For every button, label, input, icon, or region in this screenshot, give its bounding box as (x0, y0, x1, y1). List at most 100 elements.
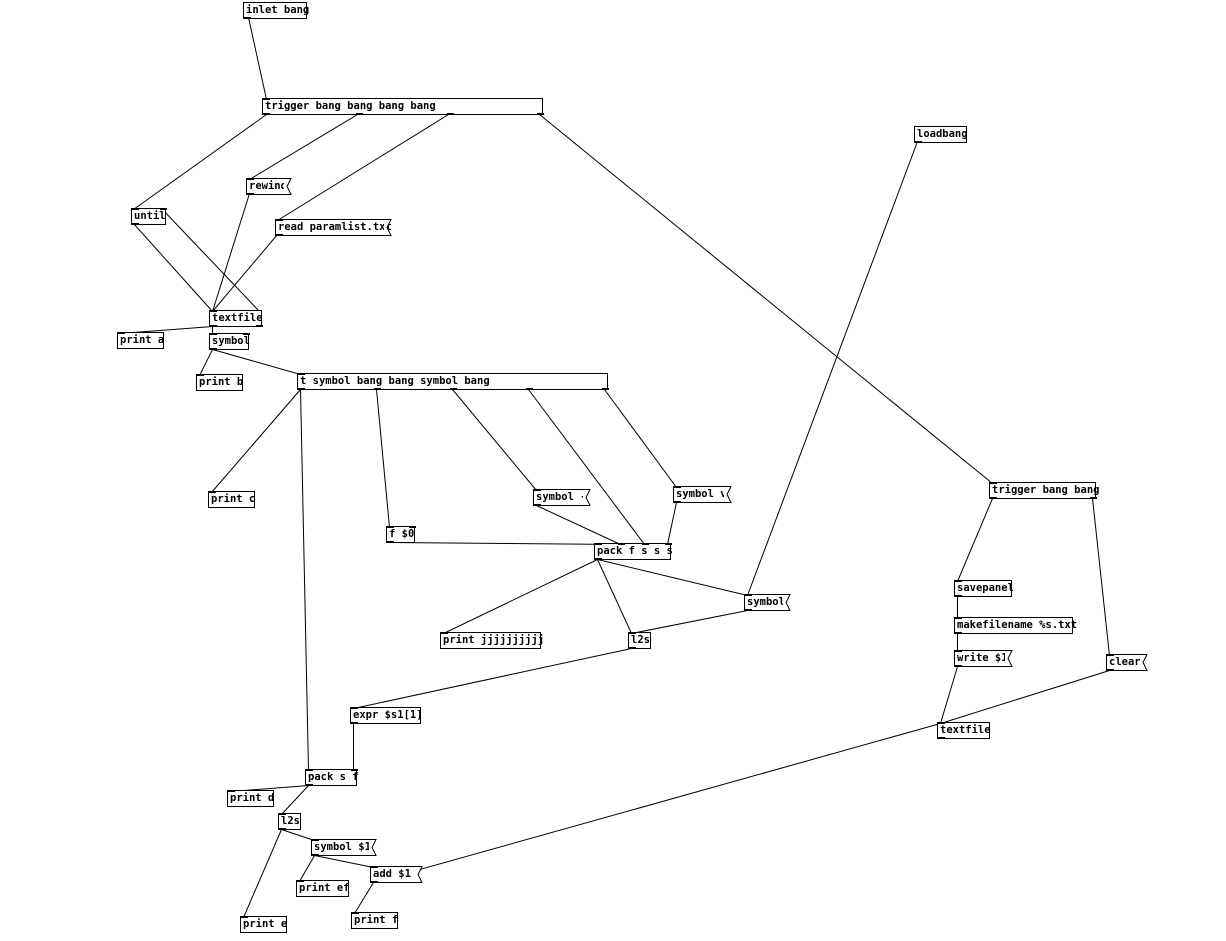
patch-cord[interactable] (957, 498, 993, 582)
symbol-v-message[interactable]: symbol v (673, 486, 732, 503)
patch-cord[interactable] (940, 666, 958, 724)
patch-cord[interactable] (536, 505, 621, 545)
until-object[interactable]: until (131, 208, 167, 225)
patch-cord[interactable] (133, 223, 213, 312)
inlet-port[interactable] (351, 707, 358, 709)
inlet-port[interactable] (160, 208, 167, 210)
outlet-port[interactable] (371, 881, 378, 883)
print-b-object[interactable]: print b (196, 374, 243, 391)
patch-cord[interactable] (747, 141, 918, 596)
patch-cord[interactable] (314, 855, 374, 868)
outlet-port[interactable] (955, 665, 962, 667)
patch-cord[interactable] (249, 114, 358, 180)
patch-cord[interactable] (389, 542, 621, 545)
trigger-bang4-object[interactable]: trigger bang bang bang bang (262, 98, 544, 115)
outlet-port[interactable] (537, 113, 544, 115)
textfile-object[interactable]: textfile (209, 310, 263, 327)
f-dollar0-object[interactable]: f $0 (386, 526, 416, 543)
textfile-object-2[interactable]: textfile (937, 722, 991, 739)
patch-cord[interactable] (354, 882, 374, 914)
inlet-port[interactable] (352, 912, 359, 914)
print-e-object[interactable]: print e (240, 916, 287, 933)
outlet-port[interactable] (387, 541, 394, 543)
l2s-object-2[interactable]: l2s (278, 813, 301, 830)
inlet-port[interactable] (534, 489, 541, 491)
patch-cord[interactable] (1092, 498, 1110, 656)
patch-cord[interactable] (277, 114, 449, 221)
inlet-port[interactable] (595, 543, 602, 545)
outlet-port[interactable] (955, 632, 962, 634)
patch-cord[interactable] (443, 559, 598, 634)
outlet-port[interactable] (595, 558, 602, 560)
patch-cord[interactable] (353, 648, 632, 709)
inlet-port[interactable] (629, 632, 636, 634)
inlet-port[interactable] (938, 722, 945, 724)
inlet-port[interactable] (247, 178, 254, 180)
patch-cord[interactable] (211, 389, 301, 493)
outlet-port[interactable] (247, 193, 254, 195)
clear-message[interactable]: clear (1106, 654, 1148, 671)
inlet-port[interactable] (409, 526, 416, 528)
patch-cord[interactable] (376, 389, 390, 528)
outlet-port[interactable] (526, 388, 533, 390)
l2s-object[interactable]: l2s (628, 632, 651, 649)
inlet-port[interactable] (228, 790, 235, 792)
outlet-port[interactable] (356, 113, 363, 115)
inlet-port[interactable] (306, 769, 313, 771)
inlet-port[interactable] (263, 98, 270, 100)
outlet-port[interactable] (990, 497, 997, 499)
outlet-port[interactable] (263, 113, 270, 115)
outlet-port[interactable] (955, 595, 962, 597)
print-a-object[interactable]: print a (117, 332, 164, 349)
outlet-port[interactable] (298, 388, 305, 390)
inlet-port[interactable] (210, 310, 217, 312)
patch-cord[interactable] (248, 17, 267, 100)
outlet-port[interactable] (276, 234, 283, 236)
rewind-message[interactable]: rewind (246, 178, 292, 195)
print-ef-object[interactable]: print ef (296, 880, 350, 897)
patch-cord[interactable] (300, 389, 309, 771)
outlet-port[interactable] (1090, 497, 1097, 499)
patch-cord[interactable] (631, 610, 748, 634)
patch-cord[interactable] (597, 559, 748, 596)
pack-sf-object[interactable]: pack s f (305, 769, 359, 786)
inlet-port[interactable] (1107, 654, 1114, 656)
patch-cord[interactable] (212, 193, 250, 312)
outlet-port[interactable] (279, 828, 286, 830)
trigger-bang2-object[interactable]: trigger bang bang (989, 482, 1099, 499)
loadbang-object[interactable]: loadbang (914, 126, 968, 143)
patch-cord[interactable] (539, 114, 993, 484)
patch-cord[interactable] (299, 855, 315, 882)
patch-cord[interactable] (528, 389, 645, 545)
inlet-port[interactable] (674, 486, 681, 488)
symbol-object[interactable]: symbol (209, 333, 250, 350)
outlet-port[interactable] (351, 722, 358, 724)
expr-object[interactable]: expr $s1[1] (350, 707, 423, 724)
inlet-port[interactable] (243, 333, 250, 335)
inlet-port[interactable] (990, 482, 997, 484)
outlet-port[interactable] (210, 325, 217, 327)
inlet-port[interactable] (642, 543, 649, 545)
symbol-message[interactable]: symbol (744, 594, 791, 611)
t-symbol-bang-object[interactable]: t symbol bang bang symbol bang (297, 373, 609, 390)
inlet-port[interactable] (210, 333, 217, 335)
makefilename-object[interactable]: makefilename %s.txt (954, 617, 1077, 634)
savepanel-object[interactable]: savepanel (954, 580, 1014, 597)
inlet-port[interactable] (279, 813, 286, 815)
patch-cord[interactable] (243, 829, 282, 918)
inlet-bang-object[interactable]: inlet bang (243, 2, 309, 19)
inlet-port[interactable] (955, 617, 962, 619)
outlet-port[interactable] (244, 17, 251, 19)
print-f-object[interactable]: print f (351, 912, 398, 929)
outlet-port[interactable] (534, 504, 541, 506)
inlet-port[interactable] (298, 373, 305, 375)
inlet-port[interactable] (312, 839, 319, 841)
patch-cord[interactable] (199, 349, 213, 376)
inlet-port[interactable] (955, 650, 962, 652)
symbol-dollar1-message[interactable]: symbol $1 (311, 839, 377, 856)
patch-cord[interactable] (212, 349, 301, 375)
inlet-port[interactable] (132, 208, 139, 210)
outlet-port[interactable] (256, 325, 263, 327)
print-c-object[interactable]: print c (208, 491, 255, 508)
